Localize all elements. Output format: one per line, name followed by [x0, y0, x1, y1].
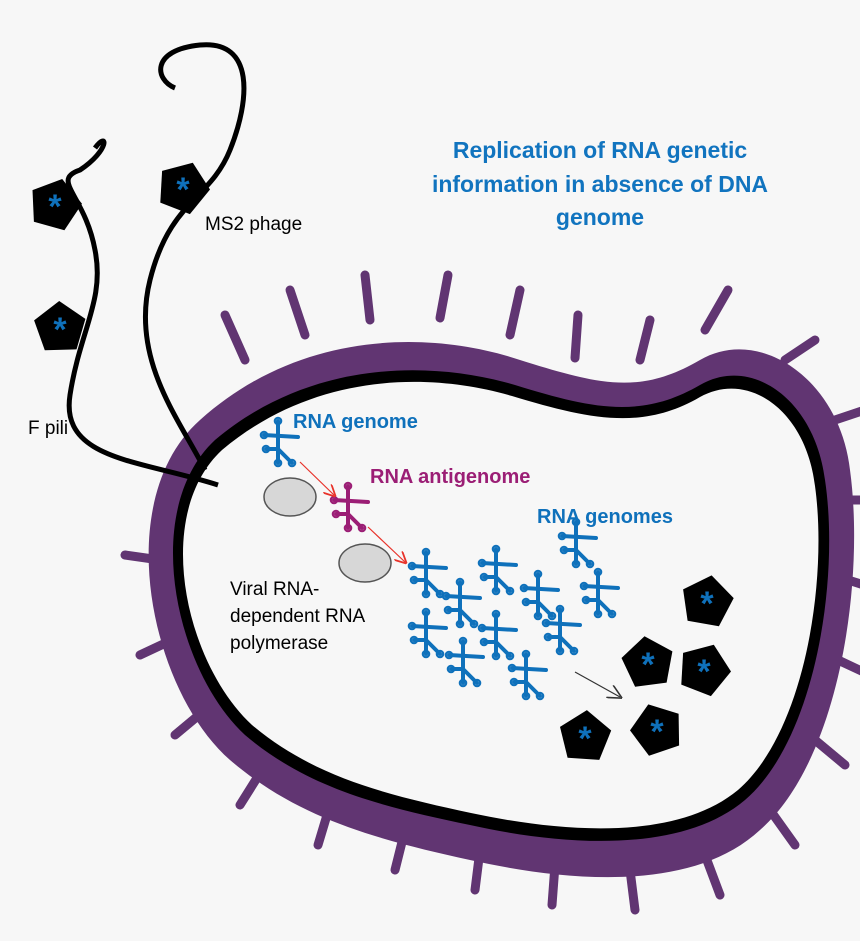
label-f-pili: F pili [28, 418, 68, 439]
membrane-spike [700, 285, 733, 335]
membrane-spike [435, 270, 453, 323]
phage-capsid [34, 301, 86, 351]
polymerase-ellipse-2 [338, 543, 392, 583]
title-line-2: information in absence of DNA [432, 171, 768, 197]
membrane-spike [220, 310, 250, 365]
rna-genome-copy-glyph [407, 607, 448, 659]
rna-antigenome-glyph [329, 481, 370, 533]
membrane-spike [360, 270, 375, 325]
membrane-spike [570, 310, 583, 363]
asterisk-icon: * [176, 171, 190, 209]
phage-capsid [160, 162, 210, 215]
membrane-spike [833, 655, 860, 676]
f-pilus-2 [143, 42, 247, 472]
rna-genome-copy-glyph [444, 636, 485, 688]
label-rna-antigenome: RNA antigenome [370, 466, 530, 488]
label-rna-genomes: RNA genomes [537, 506, 673, 528]
membrane-spike [830, 406, 860, 425]
membrane-spike [843, 575, 860, 589]
rna-genome-copy-glyph [579, 567, 620, 619]
ms2-phage-particle: * [621, 636, 673, 687]
membrane-spike [810, 735, 850, 770]
rna-genome-copy-glyph [477, 609, 518, 661]
phage-group: * * * * * * * * [32, 162, 734, 760]
asterisk-icon: * [650, 713, 664, 751]
membrane-spike [635, 315, 655, 365]
polymerase-ellipse-1 [263, 477, 317, 517]
rna-genome-copy-glyph [557, 517, 598, 569]
label-polymerase-line-2: dependent RNA [230, 606, 366, 627]
label-ms2-phage: MS2 phage [205, 214, 302, 235]
asterisk-icon: * [700, 585, 714, 623]
title-line-3: genome [556, 204, 644, 230]
rna-genome-copy-glyph [477, 544, 518, 596]
label-polymerase-line-1: Viral RNA- [230, 579, 319, 600]
membrane-spike [505, 285, 525, 340]
asterisk-icon: * [697, 653, 711, 691]
asterisk-icon: * [48, 188, 62, 226]
phage-capsid [681, 644, 731, 697]
rna-genome-copy-glyph [519, 569, 560, 621]
label-polymerase-line-3: polymerase [230, 633, 328, 654]
rna-genome-copy-glyph [407, 547, 448, 599]
phage-capsid [560, 710, 612, 760]
ms2-phage-particle: * [630, 704, 680, 756]
label-rna-genome: RNA genome [293, 411, 418, 433]
membrane-spike [285, 285, 310, 340]
rna-genome-copy-glyph [541, 604, 582, 656]
rna-group [259, 416, 620, 701]
membrane-spike [625, 865, 640, 915]
f-pilus-1 [65, 138, 219, 488]
membrane-spike [780, 335, 820, 365]
rna-genome-copy-glyph [441, 577, 482, 629]
phage-capsid [621, 636, 673, 687]
rna-genome-glyph [259, 416, 300, 468]
rna-genome-copy-glyph [507, 649, 548, 701]
arrow-genomes-to-phages [574, 671, 620, 697]
ms2-phage-particle: * [681, 644, 731, 697]
ms2-phage-particle: * [560, 710, 612, 760]
ms2-phage-particle: * [32, 179, 82, 231]
phage-capsid [683, 575, 734, 627]
phage-capsid [630, 704, 680, 756]
arrow-antigenome-to-genomes [367, 526, 405, 562]
asterisk-icon: * [641, 646, 655, 684]
asterisk-icon: * [53, 311, 67, 349]
membrane-spike [700, 850, 725, 900]
phage-capsid [32, 179, 82, 231]
title-line-1: Replication of RNA genetic [453, 137, 748, 163]
ms2-phage-particle: * [160, 162, 210, 215]
membrane-spikes [120, 270, 860, 915]
arrow-genome-to-antigenome [299, 461, 334, 495]
asterisk-icon: * [578, 720, 592, 758]
ms2-phage-particle: * [34, 301, 86, 351]
ms2-phage-particle: * [683, 575, 734, 627]
